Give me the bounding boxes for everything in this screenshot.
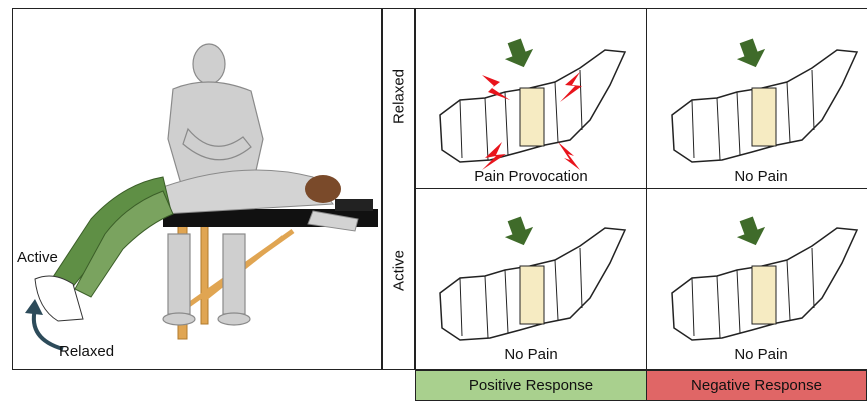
spine-active-positive	[430, 208, 630, 348]
patient-head	[305, 175, 341, 203]
caption-relaxed-negative: No Pain	[646, 168, 867, 185]
caption-active-positive: No Pain	[415, 346, 647, 363]
illustration-panel: Active Relaxed	[12, 8, 382, 370]
spine-relaxed-negative	[662, 30, 862, 170]
negative-response-label: Negative Response	[646, 370, 867, 401]
active-label: Active	[17, 249, 58, 266]
pain-bolt-icon	[558, 142, 580, 170]
positive-response-label: Positive Response	[415, 370, 647, 401]
row-label-active: Active	[391, 236, 408, 306]
spine-relaxed-positive	[430, 30, 630, 170]
down-arrow-icon	[500, 36, 538, 73]
caption-relaxed-positive: Pain Provocation	[415, 168, 647, 185]
relaxed-label: Relaxed	[59, 343, 114, 360]
spine-active-negative	[662, 208, 862, 348]
caption-active-negative: No Pain	[646, 346, 867, 363]
row-label-relaxed: Relaxed	[391, 62, 408, 132]
table-leg	[201, 219, 208, 324]
down-arrow-icon	[732, 36, 770, 73]
down-arrow-icon	[500, 214, 538, 251]
prone-instability-illustration	[13, 9, 383, 371]
down-arrow-icon	[732, 214, 770, 251]
